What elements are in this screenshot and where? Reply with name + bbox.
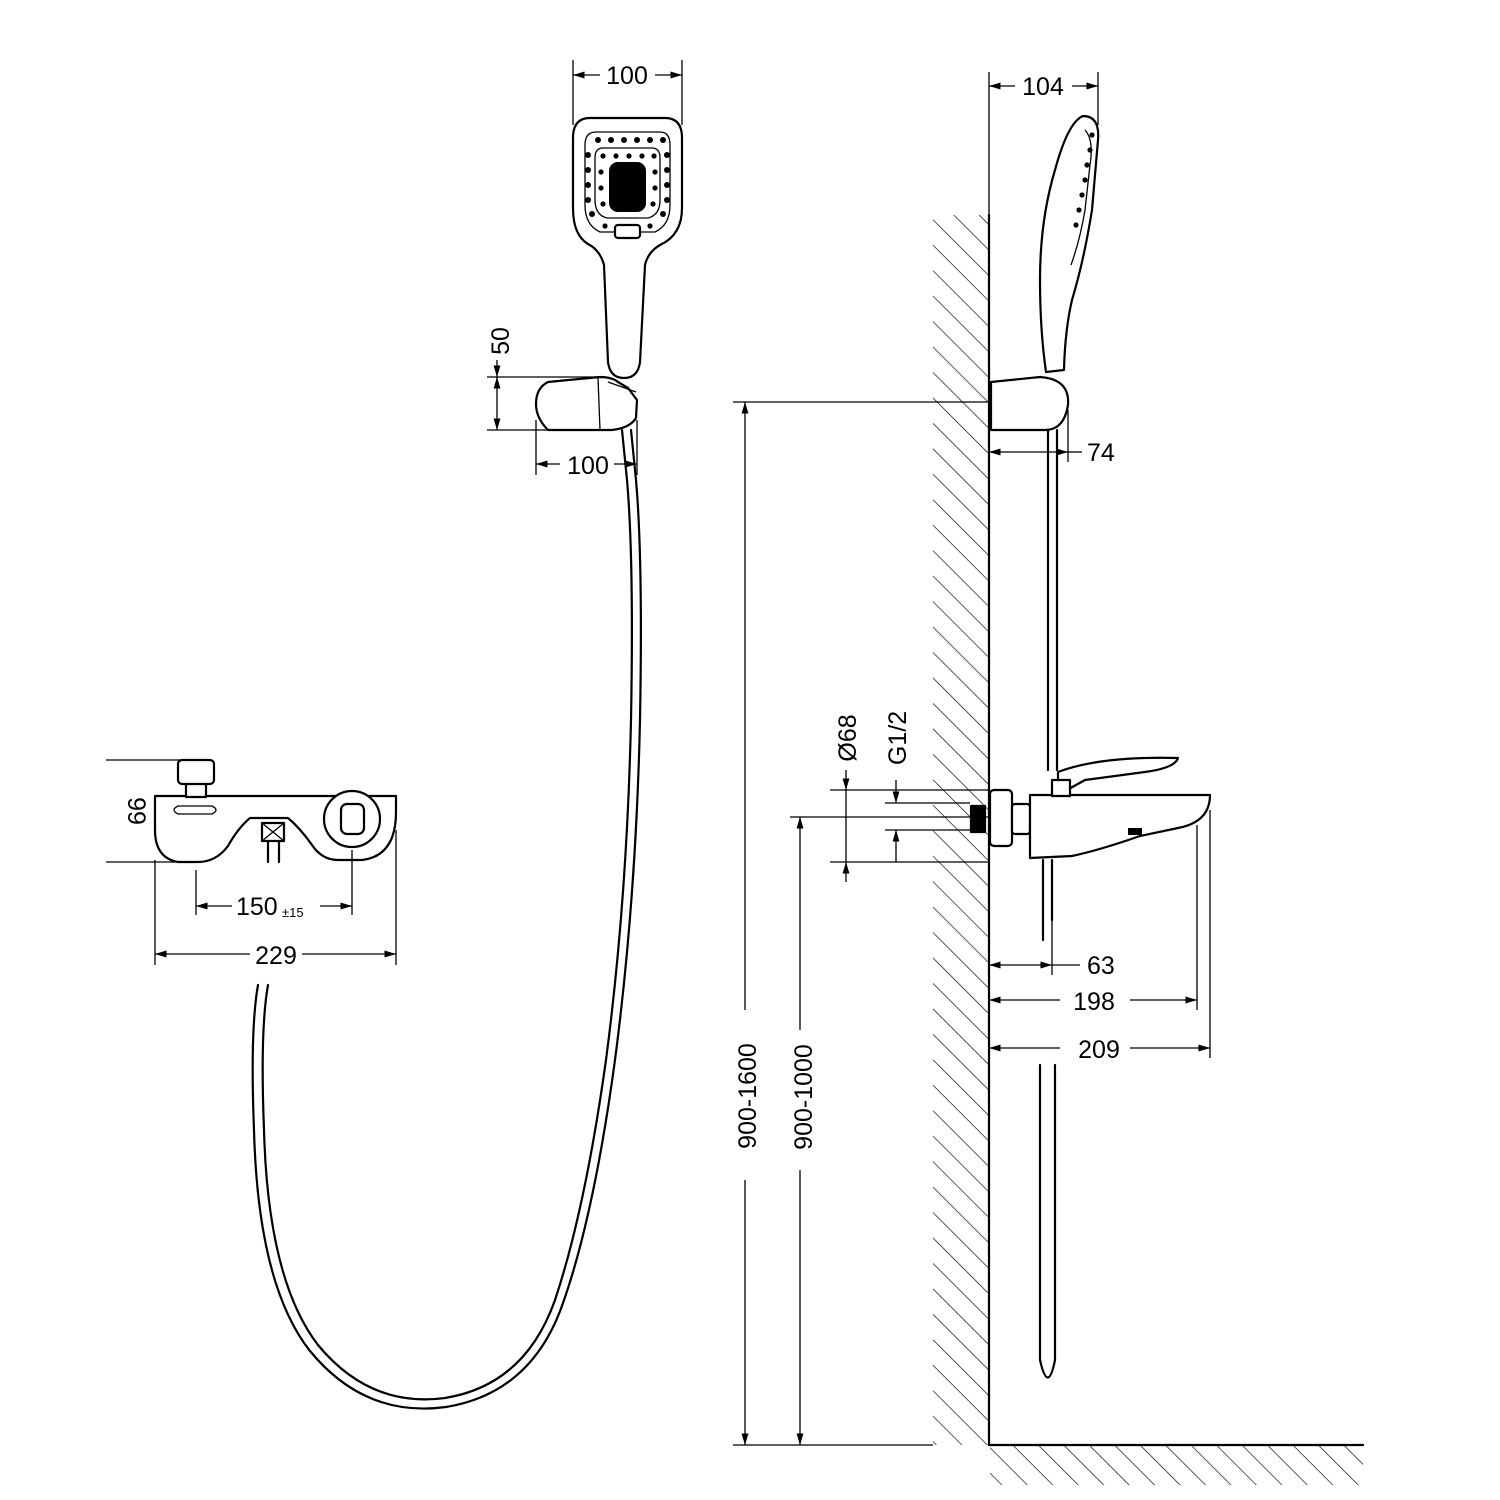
dim-label: 209 — [1078, 1036, 1120, 1064]
dim-diverter-projection: 63 — [989, 920, 1115, 980]
shower-hose — [251, 428, 642, 1410]
dim-mixer-height: 99 — [106, 759, 190, 863]
dim-label: 198 — [1073, 988, 1115, 1016]
nozzles — [585, 137, 670, 229]
dim-mixer-width: 229 — [154, 830, 397, 970]
holder-front — [534, 375, 639, 432]
hand-shower-side — [1038, 114, 1100, 374]
holder-side — [989, 375, 1070, 432]
dim-label: G1/2 — [884, 711, 912, 765]
dim-label: 900-1600 — [734, 1043, 762, 1149]
dim-side-depth: 104 — [988, 72, 1099, 215]
dim-mixer-projection: 209 — [989, 810, 1211, 1064]
hand-shower-front — [571, 116, 684, 380]
dim-label: 74 — [1087, 439, 1115, 467]
dim-label: Ø68 — [834, 714, 862, 761]
dim-label: 900-1000 — [790, 1044, 818, 1150]
dim-holder-install-height: 900-1600 — [733, 401, 990, 1446]
dim-center-distance: 150 ±15 — [195, 850, 353, 921]
dim-holder-height: 50 — [487, 327, 600, 431]
dim-mixer-install-height: 900-1000 — [790, 816, 990, 1445]
mixer-side — [969, 756, 1212, 860]
dim-spout-projection: 198 — [989, 825, 1198, 1016]
dim-label: 229 — [255, 942, 297, 970]
dim-tolerance: ±15 — [282, 905, 304, 920]
dim-handshower-width: 100 — [572, 60, 683, 125]
hose-side — [1038, 428, 1059, 1379]
dim-label: 150 — [236, 893, 278, 921]
dim-label: 100 — [606, 62, 648, 90]
dim-label: 104 — [1022, 73, 1064, 101]
mixer-front — [153, 758, 398, 864]
dim-holder-width: 100 — [535, 420, 638, 480]
dim-label: 50 — [487, 327, 515, 355]
dim-holder-projection: 74 — [989, 410, 1115, 467]
dim-escutcheon: Ø68 G1/2 — [830, 711, 990, 882]
side-nozzles — [1073, 132, 1095, 228]
dim-label: 100 — [567, 452, 609, 480]
dim-label: 63 — [1087, 952, 1115, 980]
dim-label: 99 — [122, 797, 150, 825]
